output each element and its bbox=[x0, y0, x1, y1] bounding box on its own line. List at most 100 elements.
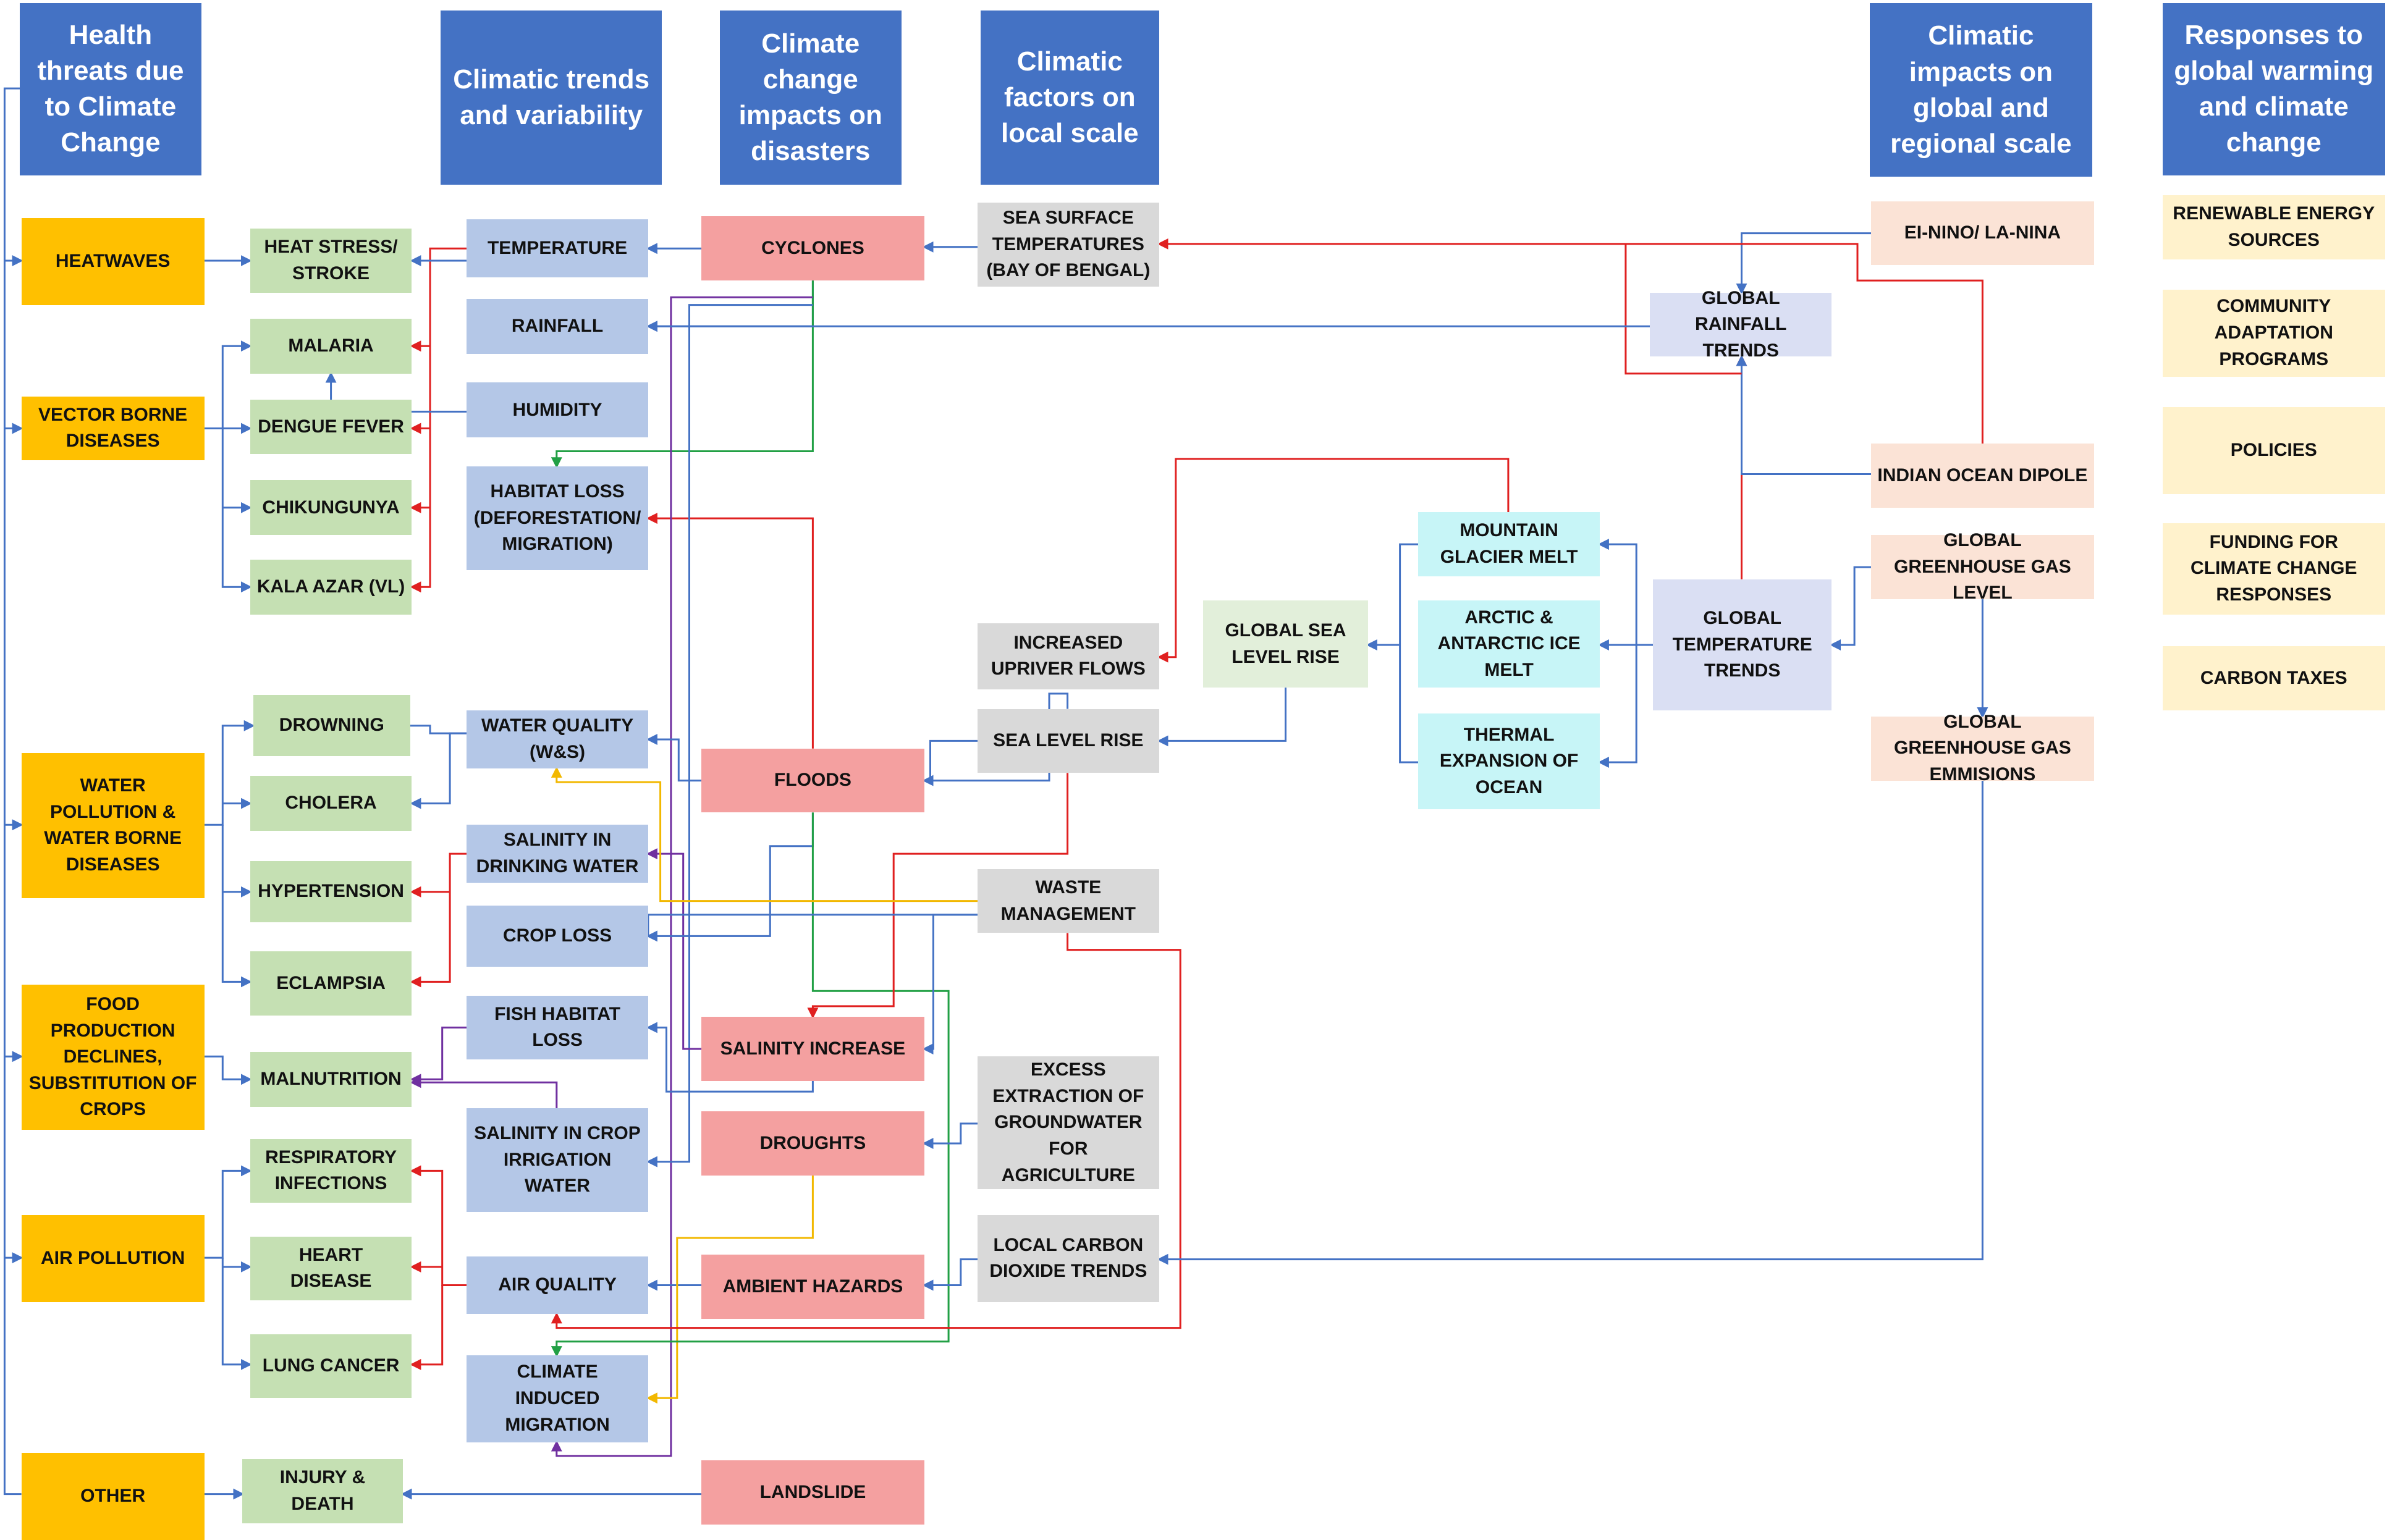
outcome-malaria: MALARIA bbox=[250, 318, 412, 374]
outcome-heart-disease: HEART DISEASE bbox=[250, 1236, 412, 1301]
trend-climate-migration: CLIMATE INDUCED MIGRATION bbox=[467, 1355, 648, 1442]
connector-line bbox=[646, 280, 814, 332]
local-sea-surface-temperatures: SEA SURFACE TEMPERATURES (BAY OF BENGAL) bbox=[977, 203, 1159, 287]
connector-line bbox=[410, 247, 467, 352]
connector-line bbox=[3, 87, 22, 1496]
connector-line bbox=[221, 825, 252, 988]
trend-humidity: HUMIDITY bbox=[467, 382, 648, 438]
trend-salinity-crop-water: SALINITY IN CROP IRRIGATION WATER bbox=[467, 1108, 648, 1213]
connector-line bbox=[221, 428, 252, 593]
outcome-malnutrition: MALNUTRITION bbox=[250, 1051, 412, 1107]
local-upriver-flows: INCREASED UPRIVER FLOWS bbox=[977, 623, 1159, 689]
connector-line bbox=[922, 1258, 978, 1291]
response-renewable-energy: RENEWABLE ENERGY SOURCES bbox=[2162, 195, 2385, 259]
response-funding: FUNDING FOR CLIMATE CHANGE RESPONSES bbox=[2162, 523, 2385, 615]
disaster-droughts: DROUGHTS bbox=[701, 1111, 924, 1176]
header-disaster-impacts: Climate change impacts on disasters bbox=[719, 11, 902, 185]
outcome-heat-stress: HEAT STRESS/ STROKE bbox=[250, 229, 412, 293]
connector-line bbox=[410, 1026, 467, 1085]
global-el-nino-la-nina: EI-NINO/ LA-NINA bbox=[1871, 201, 2094, 266]
connector-line bbox=[646, 848, 702, 1050]
global-sea-level-rise: GLOBAL SEA LEVEL RISE bbox=[1203, 600, 1368, 688]
global-ice-melt: ARCTIC & ANTARCTIC ICE MELT bbox=[1418, 600, 1600, 688]
connector-line bbox=[646, 513, 814, 749]
connector-line bbox=[204, 1055, 252, 1085]
connector-line bbox=[922, 1122, 978, 1149]
trend-rainfall: RAINFALL bbox=[467, 298, 648, 354]
connector-line bbox=[646, 812, 814, 942]
threat-water-pollution: WATER POLLUTION & WATER BORNE DISEASES bbox=[21, 753, 205, 898]
disaster-landslide: LANDSLIDE bbox=[701, 1460, 924, 1525]
disaster-salinity-increase: SALINITY INCREASE bbox=[701, 1017, 924, 1081]
trend-habitat-loss: HABITAT LOSS (DEFORESTATION/ MIGRATION) bbox=[467, 466, 648, 571]
connector-line bbox=[922, 914, 978, 1054]
connector-line bbox=[1597, 645, 1637, 768]
trend-fish-habitat-loss: FISH HABITAT LOSS bbox=[467, 995, 648, 1060]
outcome-chikungunya: CHIKUNGUNYA bbox=[250, 480, 412, 536]
connector-line bbox=[1399, 543, 1419, 764]
connector-line bbox=[204, 1165, 252, 1259]
connector-line bbox=[410, 1077, 558, 1109]
connector-line bbox=[1157, 688, 1286, 747]
disaster-ambient-hazards: AMBIENT HAZARDS bbox=[701, 1255, 924, 1319]
response-policies: POLICIES bbox=[2162, 406, 2385, 494]
connector-line bbox=[922, 739, 978, 786]
connector-line bbox=[410, 732, 467, 809]
outcome-eclampsia: ECLAMPSIA bbox=[250, 951, 412, 1016]
trend-air-quality: AIR QUALITY bbox=[467, 1256, 648, 1315]
connector-line bbox=[410, 1285, 444, 1370]
global-thermal-expansion: THERMAL EXPANSION OF OCEAN bbox=[1418, 713, 1600, 810]
outcome-cholera: CHOLERA bbox=[250, 776, 412, 831]
connector-line bbox=[204, 720, 255, 826]
threat-vector-borne-diseases: VECTOR BORNE DISEASES bbox=[21, 396, 205, 461]
disaster-floods: FLOODS bbox=[701, 748, 924, 813]
trend-temperature: TEMPERATURE bbox=[467, 219, 648, 278]
global-ghg-level: GLOBAL GREENHOUSE GAS LEVEL bbox=[1871, 530, 2094, 603]
global-rainfall-trends: GLOBAL RAINFALL TRENDS bbox=[1650, 288, 1832, 361]
header-local-factors: Climatic factors on local scale bbox=[980, 11, 1159, 185]
header-global-impacts: Climatic impacts on global and regional … bbox=[1869, 2, 2093, 177]
global-ghg-emissions: GLOBAL GREENHOUSE GAS EMMISIONS bbox=[1871, 712, 2094, 785]
connector-line bbox=[1157, 780, 1984, 1265]
outcome-hypertension: HYPERTENSION bbox=[250, 861, 412, 923]
threat-food-production: FOOD PRODUCTION DECLINES, SUBSTITUTION O… bbox=[21, 985, 205, 1130]
local-waste-management: WASTE MANAGEMENT bbox=[977, 869, 1159, 933]
header-responses: Responses to global warming and climate … bbox=[2162, 2, 2385, 175]
connector-line bbox=[410, 346, 431, 593]
connector-line bbox=[410, 725, 467, 734]
connector-line bbox=[410, 1165, 467, 1286]
local-groundwater-extraction: EXCESS EXTRACTION OF GROUNDWATER FOR AGR… bbox=[977, 1056, 1159, 1190]
local-sea-level-rise: SEA LEVEL RISE bbox=[977, 709, 1159, 773]
response-carbon-taxes: CARBON TAXES bbox=[2162, 646, 2385, 711]
response-community-adaptation: COMMUNITY ADAPTATION PROGRAMS bbox=[2162, 289, 2385, 377]
connector-line bbox=[410, 852, 467, 988]
outcome-dengue: DENGUE FEVER bbox=[250, 399, 412, 455]
global-temperature-trends: GLOBAL TEMPERATURE TRENDS bbox=[1653, 579, 1832, 711]
header-climatic-trends: Climatic trends and variability bbox=[441, 11, 662, 185]
trend-crop-loss: CROP LOSS bbox=[467, 905, 648, 967]
connector-line bbox=[1736, 232, 1872, 295]
connector-line bbox=[1157, 238, 1984, 444]
connector-line bbox=[646, 734, 702, 782]
header-health-threats: Health threats due to Climate Change bbox=[20, 2, 201, 175]
outcome-kala-azar: KALA AZAR (VL) bbox=[250, 559, 412, 615]
disaster-cyclones: CYCLONES bbox=[701, 216, 924, 281]
outcome-drowning: DROWNING bbox=[253, 695, 410, 757]
trend-water-quality: WATER QUALITY (W&S) bbox=[467, 710, 648, 768]
global-glacier-melt: MOUNTAIN GLACIER MELT bbox=[1418, 512, 1600, 576]
outcome-injury-death: INJURY & DEATH bbox=[242, 1458, 403, 1523]
trend-salinity-drinking-water: SALINITY IN DRINKING WATER bbox=[467, 825, 648, 883]
local-co2-trends: LOCAL CARBON DIOXIDE TRENDS bbox=[977, 1214, 1159, 1302]
connector-line bbox=[204, 340, 252, 429]
connector-line bbox=[1830, 566, 1872, 650]
outcome-respiratory-infections: RESPIRATORY INFECTIONS bbox=[250, 1138, 412, 1203]
connector-line bbox=[1736, 355, 1872, 475]
threat-other: OTHER bbox=[21, 1453, 205, 1540]
outcome-lung-cancer: LUNG CANCER bbox=[250, 1334, 412, 1399]
connector-line bbox=[1597, 539, 1654, 646]
threat-heatwaves: HEATWAVES bbox=[21, 217, 205, 305]
connector-line bbox=[221, 1258, 252, 1370]
connector-line bbox=[647, 914, 978, 936]
global-indian-ocean-dipole: INDIAN OCEAN DIPOLE bbox=[1871, 444, 2094, 508]
